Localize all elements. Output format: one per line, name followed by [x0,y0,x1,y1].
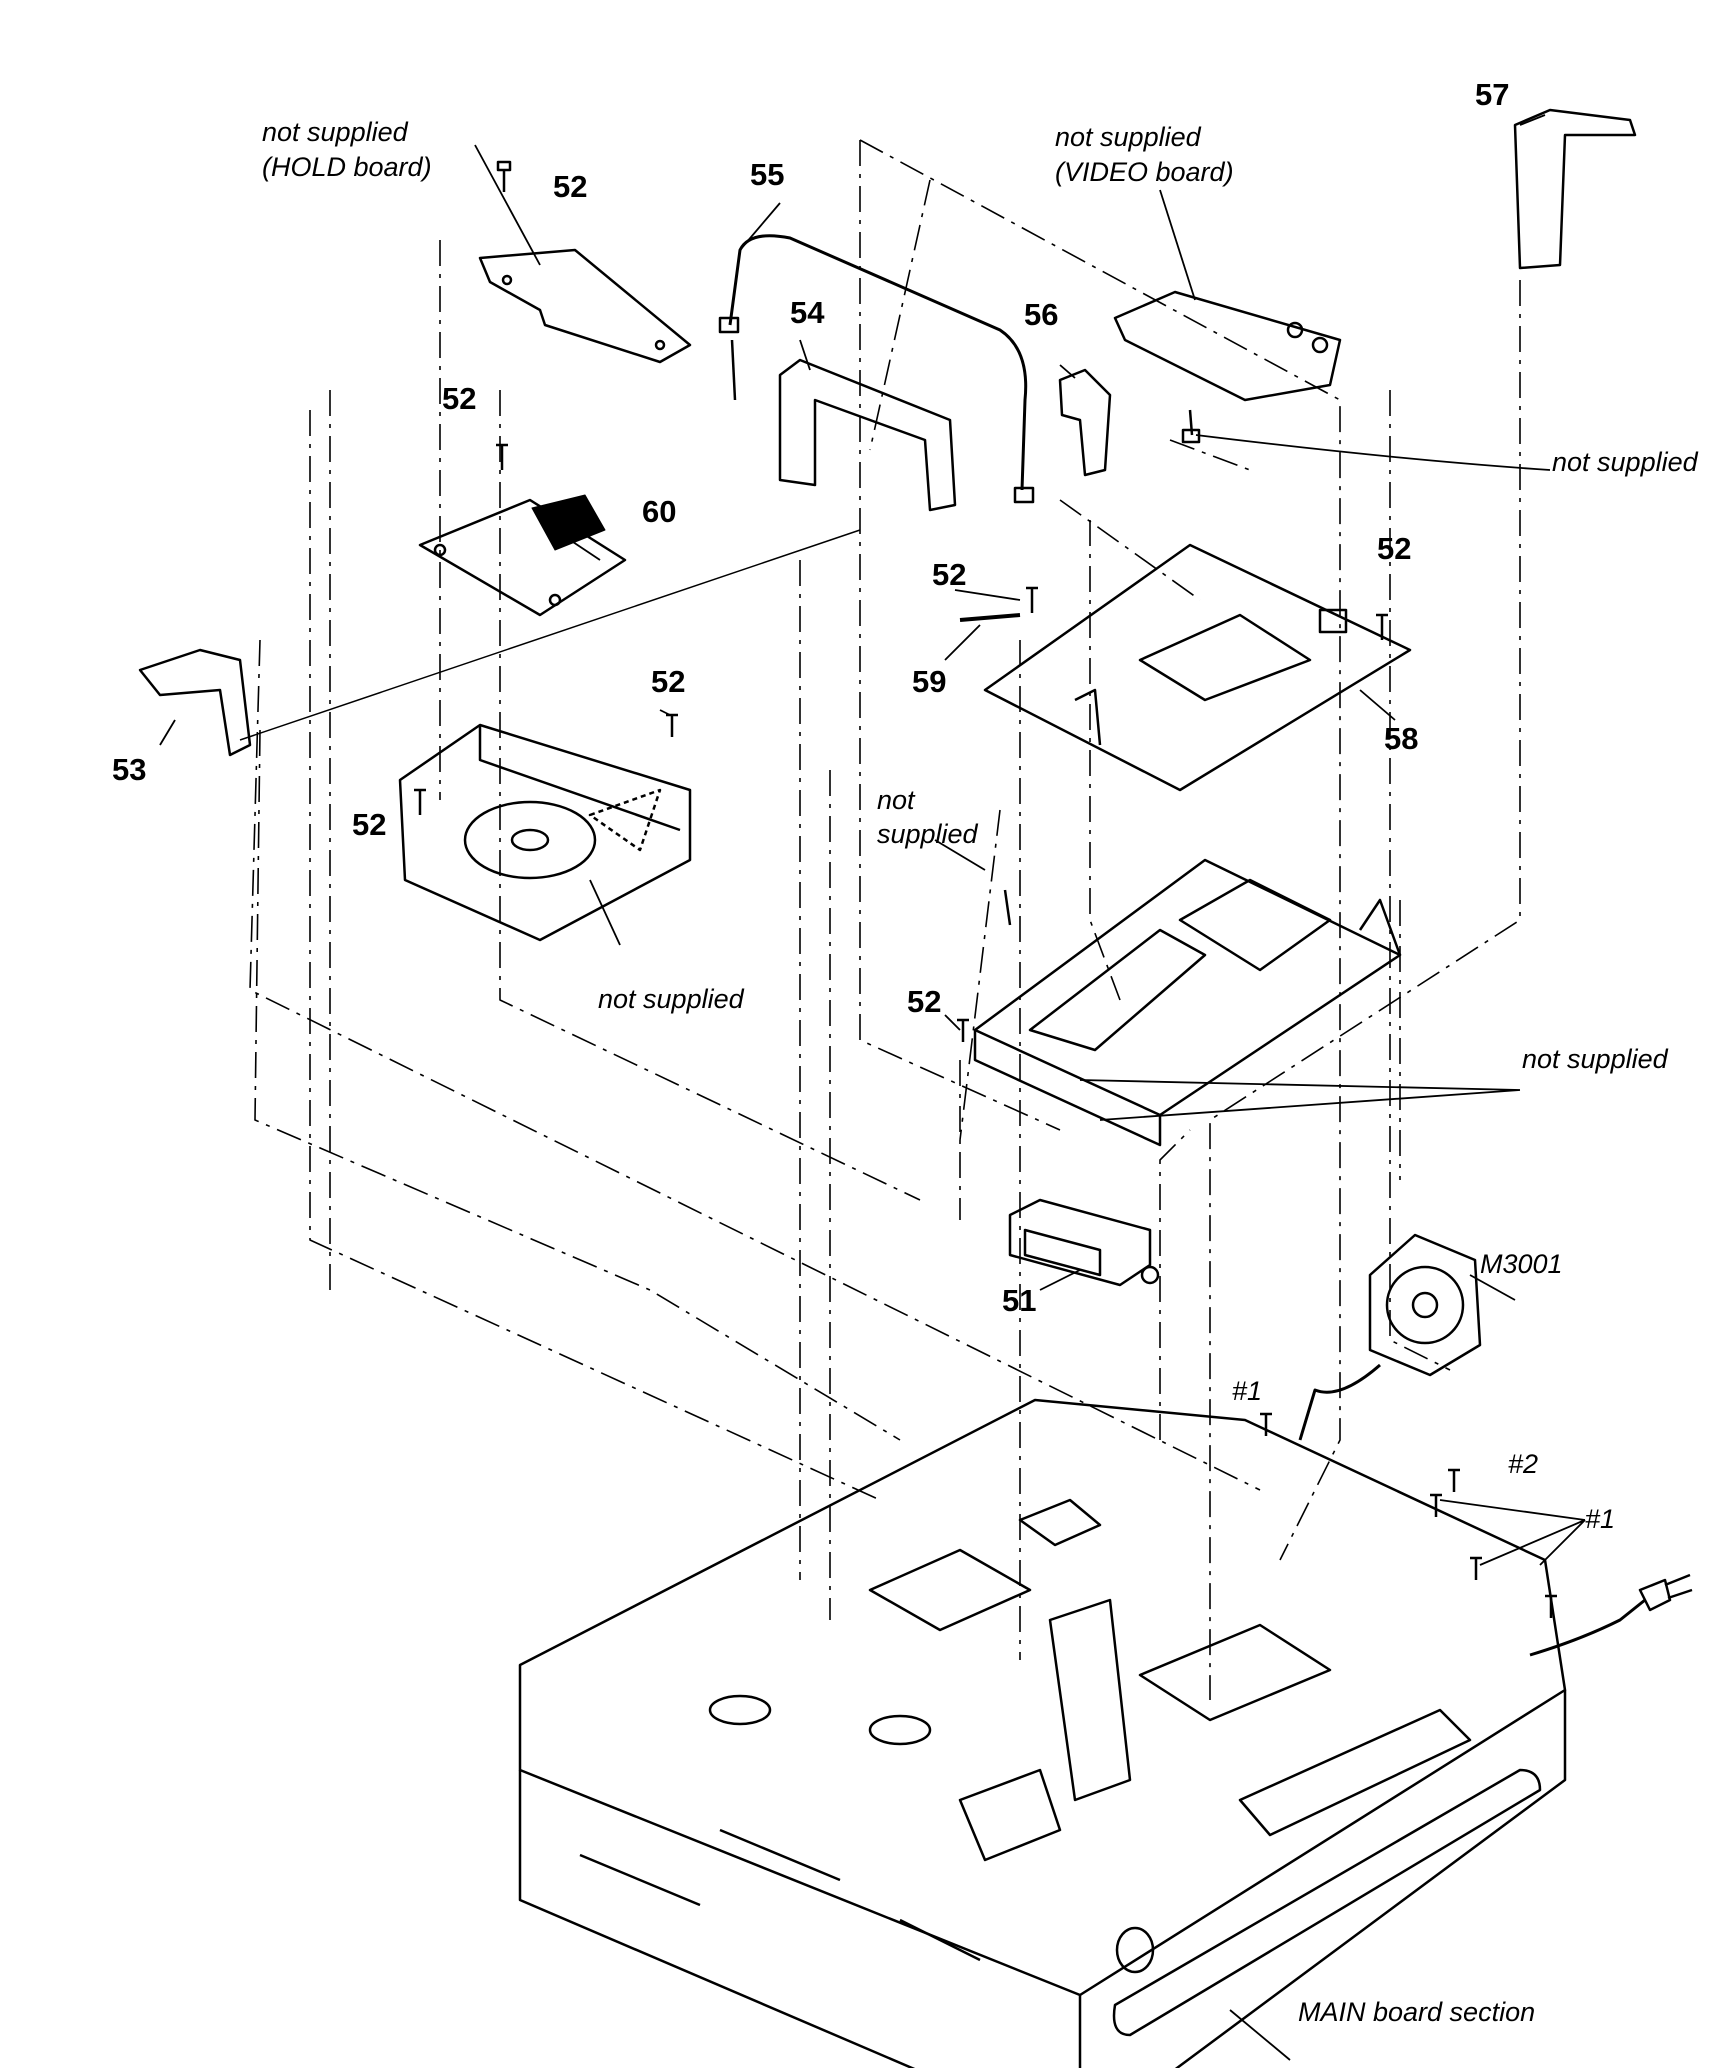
note-not-supplied-chassis: not supplied [1522,1044,1668,1074]
callout-57: 57 [1475,77,1510,112]
board-58 [959,543,1412,792]
note-not-supplied-small-line2: supplied [877,819,978,849]
label-m3001: M3001 [1480,1249,1563,1279]
main-chassis [518,1398,1567,2068]
label-screw-2: #2 [1508,1449,1539,1479]
callout-52-board58-right: 52 [1377,531,1412,566]
drive-bracket [398,723,692,942]
note-hold-board-line2: (HOLD board) [262,152,432,182]
callout-55: 55 [750,157,785,192]
callout-52-board58-left: 52 [932,557,967,592]
ribbon-cable-56 [1058,368,1112,477]
shield-plate [973,858,1402,1147]
callout-56: 56 [1024,297,1059,332]
label-screw-1b: #1 [1585,1504,1616,1534]
callout-52-bracket-right: 52 [651,664,686,699]
fan-m3001 [1298,1233,1482,1441]
callout-52-plate: 52 [907,984,942,1019]
ribbon-cable-54 [778,358,957,512]
note-video-board-line2: (VIDEO board) [1055,157,1234,187]
callout-51: 51 [1002,1283,1037,1318]
callout-52-top: 52 [553,169,588,204]
note-main-board-section: MAIN board section [1298,1997,1536,2027]
label-screw-1a: #1 [1232,1376,1263,1406]
callout-52-bracket-left: 52 [352,807,387,842]
callout-53: 53 [112,752,147,787]
screws [414,160,1557,1618]
power-cord [1529,1573,1693,1657]
assembly-guide-lines [249,139,1521,1700]
callout-54: 54 [790,295,825,330]
video-board [1113,290,1342,444]
leader-lines [159,114,1586,2061]
callout-52-hold: 52 [442,381,477,416]
board-60 [418,494,627,617]
hold-board [478,248,692,364]
ribbon-cable-57 [1513,108,1637,270]
note-not-supplied-bracket: not supplied [598,984,744,1014]
callout-60: 60 [642,494,677,529]
note-hold-board-line1: not supplied [262,117,408,147]
callout-59: 59 [912,664,947,699]
callout-58: 58 [1384,721,1419,756]
note-not-supplied-small-line1: not [877,785,915,815]
note-not-supplied-right: not supplied [1552,447,1698,477]
connector-51 [1008,1198,1160,1287]
cable-55 [718,234,1035,504]
ribbon-cable-53 [138,529,861,757]
note-video-board-line1: not supplied [1055,122,1201,152]
